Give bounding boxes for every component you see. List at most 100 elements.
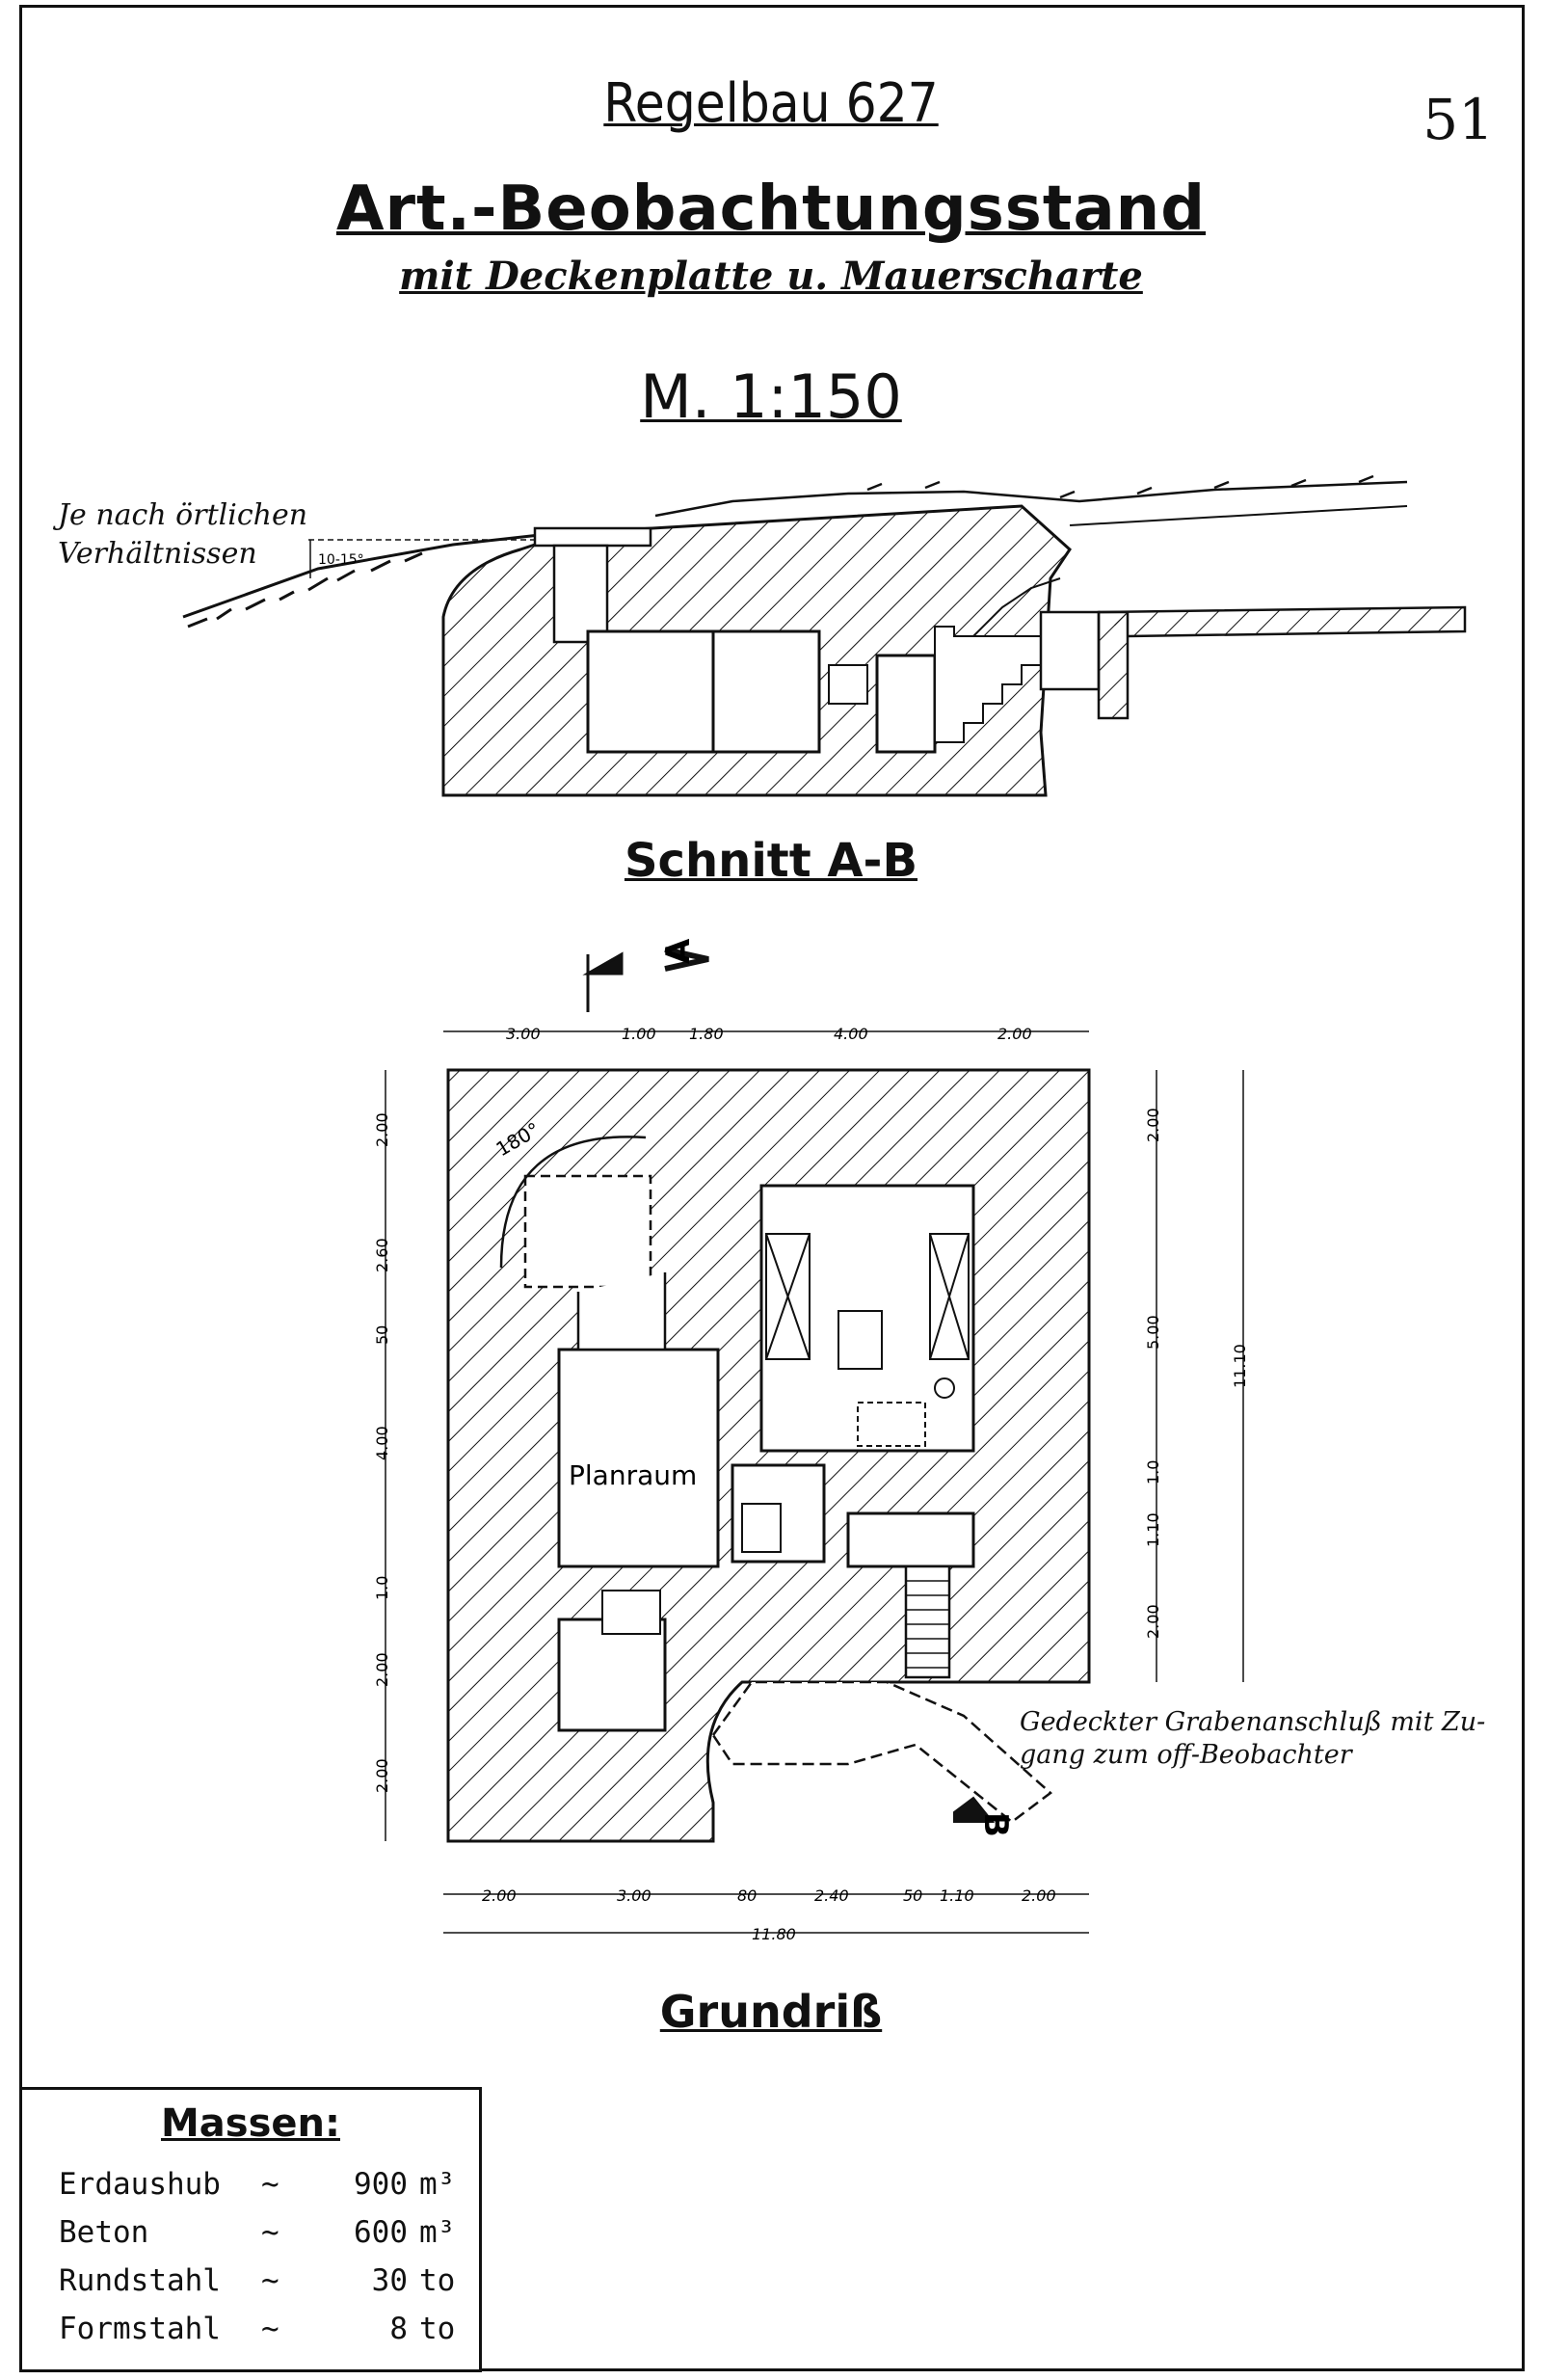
quantity-name: Rundstahl — [59, 2263, 221, 2298]
table — [837, 1310, 883, 1370]
quantity-unit: to — [419, 2312, 456, 2346]
bunk-left-cross — [765, 1233, 811, 1360]
observation-shaft — [552, 544, 609, 644]
section-room-2 — [711, 629, 821, 754]
section-room-3 — [875, 654, 937, 754]
quantities-row: Beton ~ 600 m³ — [59, 2215, 464, 2260]
planraum-label: Planraum — [569, 1459, 697, 1491]
quantity-unit: m³ — [419, 2167, 456, 2202]
trench-note-line2: gang zum off-Beobachter — [1020, 1740, 1352, 1770]
dim-left-5: 1.0 — [373, 1576, 391, 1600]
cut-marker-b — [953, 1796, 996, 1823]
dim-right-1: 2.00 — [1144, 1108, 1162, 1142]
dim-left-1: 2.00 — [373, 1112, 391, 1147]
section-stair — [934, 626, 1042, 743]
quantity-unit: m³ — [419, 2215, 456, 2250]
dim-right-3: 1.0 — [1144, 1460, 1162, 1484]
rotation-arc — [499, 1136, 647, 1269]
quantity-name: Beton — [59, 2215, 149, 2250]
dim-left-2: 2.60 — [373, 1238, 391, 1272]
quantities-box: Massen: Erdaushub ~ 900 m³ Beton ~ 600 m… — [19, 2087, 482, 2372]
dim-bottom-5: 50 — [903, 1886, 922, 1905]
quantity-approx: ~ — [261, 2263, 279, 2298]
entrance-room — [557, 1618, 667, 1732]
trench-cover-line — [1069, 505, 1408, 526]
covered-trench — [711, 1680, 1052, 1824]
roof-slab — [533, 526, 652, 548]
terrain-hatch-top — [866, 474, 1374, 499]
dim-top-5: 2.00 — [997, 1025, 1032, 1043]
plan-label: Grundriß — [659, 1986, 883, 2038]
dim-right-5: 2.00 — [1144, 1604, 1162, 1639]
dim-right-4: 1.10 — [1144, 1512, 1162, 1547]
planraum-room — [557, 1348, 720, 1568]
dim-bottom-6: 1.10 — [940, 1886, 974, 1905]
dim-top-2: 1.00 — [622, 1025, 656, 1043]
quantity-name: Erdaushub — [59, 2167, 221, 2202]
cut-label-a: A — [659, 938, 698, 964]
dim-top-4: 4.00 — [834, 1025, 868, 1043]
dim-top-1: 3.00 — [506, 1025, 541, 1043]
quantity-unit: to — [419, 2263, 456, 2298]
bunk-right-cross — [929, 1233, 970, 1360]
cut-label-b: B — [976, 1812, 1015, 1837]
plan-stair-steps — [906, 1580, 949, 1669]
dim-right-2: 5.00 — [1144, 1315, 1162, 1350]
quantity-approx: ~ — [261, 2312, 279, 2346]
hatch-opening — [857, 1402, 926, 1447]
dim-top-3: 1.80 — [689, 1025, 724, 1043]
stove-icon — [934, 1377, 955, 1399]
page-subtitle: Art.-Beobachtungsstand — [335, 174, 1207, 245]
dim-right-total: 11.10 — [1231, 1344, 1249, 1388]
terrain-note: Je nach örtlichen Verhältnissen — [58, 496, 307, 574]
section-door — [828, 664, 868, 705]
quantities-title: Massen: — [160, 2101, 340, 2146]
connecting-passage — [576, 1272, 667, 1351]
section-stair-upper — [972, 577, 1061, 637]
cut-arrow-a — [664, 947, 709, 972]
dim-left-4: 4.00 — [373, 1426, 391, 1460]
plan-view: Planraum 180° B — [373, 1025, 1249, 1943]
plan-stair — [904, 1564, 951, 1679]
quantity-approx: ~ — [261, 2215, 279, 2250]
dim-bottom-total: 11.80 — [752, 1925, 796, 1943]
trench-ground — [1098, 605, 1467, 638]
trench-entry — [1039, 610, 1101, 691]
page-title: Regelbau 627 — [603, 72, 939, 135]
terrain-note-line2: Verhältnissen — [58, 537, 257, 571]
section-label: Schnitt A-B — [624, 834, 918, 888]
dim-bottom-4: 2.40 — [814, 1886, 849, 1905]
dim-left-7: 2.00 — [373, 1758, 391, 1793]
entrance-door — [601, 1590, 661, 1635]
dim-left-3: 50 — [373, 1325, 391, 1345]
quantity-approx: ~ — [261, 2167, 279, 2202]
dim-left-6: 2.00 — [373, 1652, 391, 1687]
trench-note-line1: Gedeckter Grabenanschluß mit Zu- — [1020, 1707, 1486, 1737]
quantity-value: 30 — [371, 2263, 408, 2298]
cut-marker-a — [582, 951, 624, 1012]
scale-label: M. 1:150 — [640, 361, 902, 432]
quantities-row: Formstahl ~ 8 to — [59, 2312, 464, 2356]
terrain-line-top — [654, 480, 1408, 518]
dim-bottom-7: 2.00 — [1022, 1886, 1056, 1905]
page-subtitle-secondary: mit Deckenplatte u. Mauerscharte — [399, 254, 1143, 299]
trench-note: Gedeckter Grabenanschluß mit Zu- gang zu… — [1020, 1706, 1502, 1772]
quantity-name: Formstahl — [59, 2312, 221, 2346]
observation-position — [523, 1174, 652, 1289]
gas-lock-door — [741, 1503, 782, 1553]
quantity-value: 8 — [389, 2312, 408, 2346]
entrance-corridor — [846, 1511, 975, 1568]
terrain-note-line1: Je nach örtlichen — [58, 498, 308, 532]
dim-bottom-2: 3.00 — [617, 1886, 651, 1905]
quantity-value: 600 — [354, 2215, 408, 2250]
dim-bottom-1: 2.00 — [482, 1886, 517, 1905]
terrain-hatch-left — [187, 551, 423, 628]
dim-bottom-3: 80 — [737, 1886, 757, 1905]
slope-label: 10-15° — [318, 552, 364, 568]
quantity-value: 900 — [354, 2167, 408, 2202]
quantities-row: Rundstahl ~ 30 to — [59, 2263, 464, 2308]
section-view: 10-15° A — [182, 474, 1467, 1012]
quantities-row: Erdaushub ~ 900 m³ — [59, 2167, 464, 2211]
page-number: 51 — [1422, 87, 1494, 152]
